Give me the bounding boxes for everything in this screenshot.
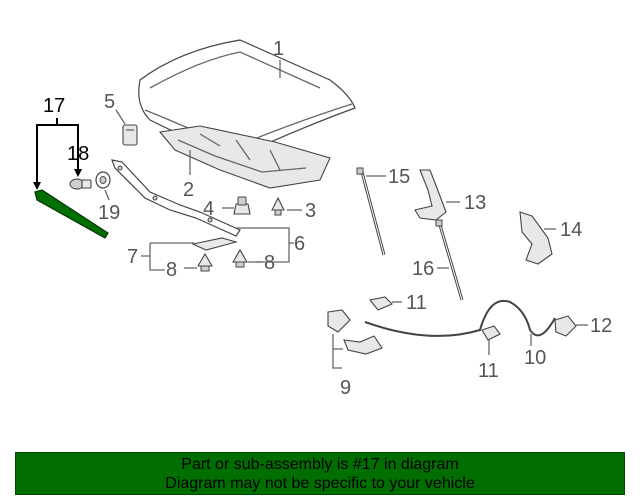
callout-15: 15 <box>388 166 410 188</box>
clip-part-11b[interactable] <box>481 325 501 341</box>
hood-inner-frame[interactable] <box>158 125 331 189</box>
callout-7: 7 <box>127 246 138 268</box>
callout-13: 13 <box>464 192 486 214</box>
callout-11b: 11 <box>478 360 499 382</box>
bracket-part-5[interactable] <box>122 124 138 146</box>
hood-front-bar[interactable] <box>111 159 241 237</box>
callout-1: 1 <box>273 38 284 60</box>
callout-4: 4 <box>203 198 214 220</box>
cushion-part-19[interactable] <box>95 171 111 189</box>
clip-part-18[interactable] <box>69 178 92 190</box>
callout-9: 9 <box>340 377 351 399</box>
release-lever-part-12[interactable] <box>554 315 577 337</box>
callout-11a: 11 <box>406 292 427 314</box>
callout-6: 6 <box>294 233 305 255</box>
callout-10: 10 <box>524 347 546 369</box>
cushion-part-4[interactable] <box>233 196 251 215</box>
callout-19: 19 <box>98 202 120 224</box>
clip-part-8a[interactable] <box>197 252 213 272</box>
banner-line-1: Part or sub-assembly is #17 in diagram <box>181 455 459 473</box>
callout-16: 16 <box>412 258 434 280</box>
callout-12: 12 <box>590 315 612 337</box>
callout-8b: 8 <box>264 252 275 274</box>
clip-part-8b[interactable] <box>232 248 248 268</box>
release-cable-part-10[interactable] <box>364 299 556 337</box>
callout-14: 14 <box>560 219 582 241</box>
parts-diagram: 1 2 5 17 18 19 4 <box>33 38 612 399</box>
callout-2: 2 <box>183 179 194 201</box>
hood-seal-part-17[interactable] <box>34 189 109 239</box>
info-banner: Part or sub-assembly is #17 in diagram D… <box>15 452 625 495</box>
callout-17: 17 <box>43 95 65 117</box>
clip-part-11a[interactable] <box>369 296 393 311</box>
hood-lock-part-9[interactable] <box>327 309 383 355</box>
hood-hinge-part-13[interactable] <box>414 169 447 221</box>
hood-stay-part-15[interactable] <box>356 167 386 256</box>
seal-strip-part-6[interactable] <box>191 237 239 251</box>
clip-part-3[interactable] <box>271 196 285 216</box>
callout-8a: 8 <box>166 259 177 281</box>
callout-5: 5 <box>104 91 115 113</box>
support-rod-part-16[interactable] <box>435 219 464 301</box>
callout-18: 18 <box>67 143 89 165</box>
banner-line-2: Diagram may not be specific to your vehi… <box>165 474 475 492</box>
hood-hinge-part-14[interactable] <box>519 211 553 265</box>
callout-3: 3 <box>305 200 316 222</box>
